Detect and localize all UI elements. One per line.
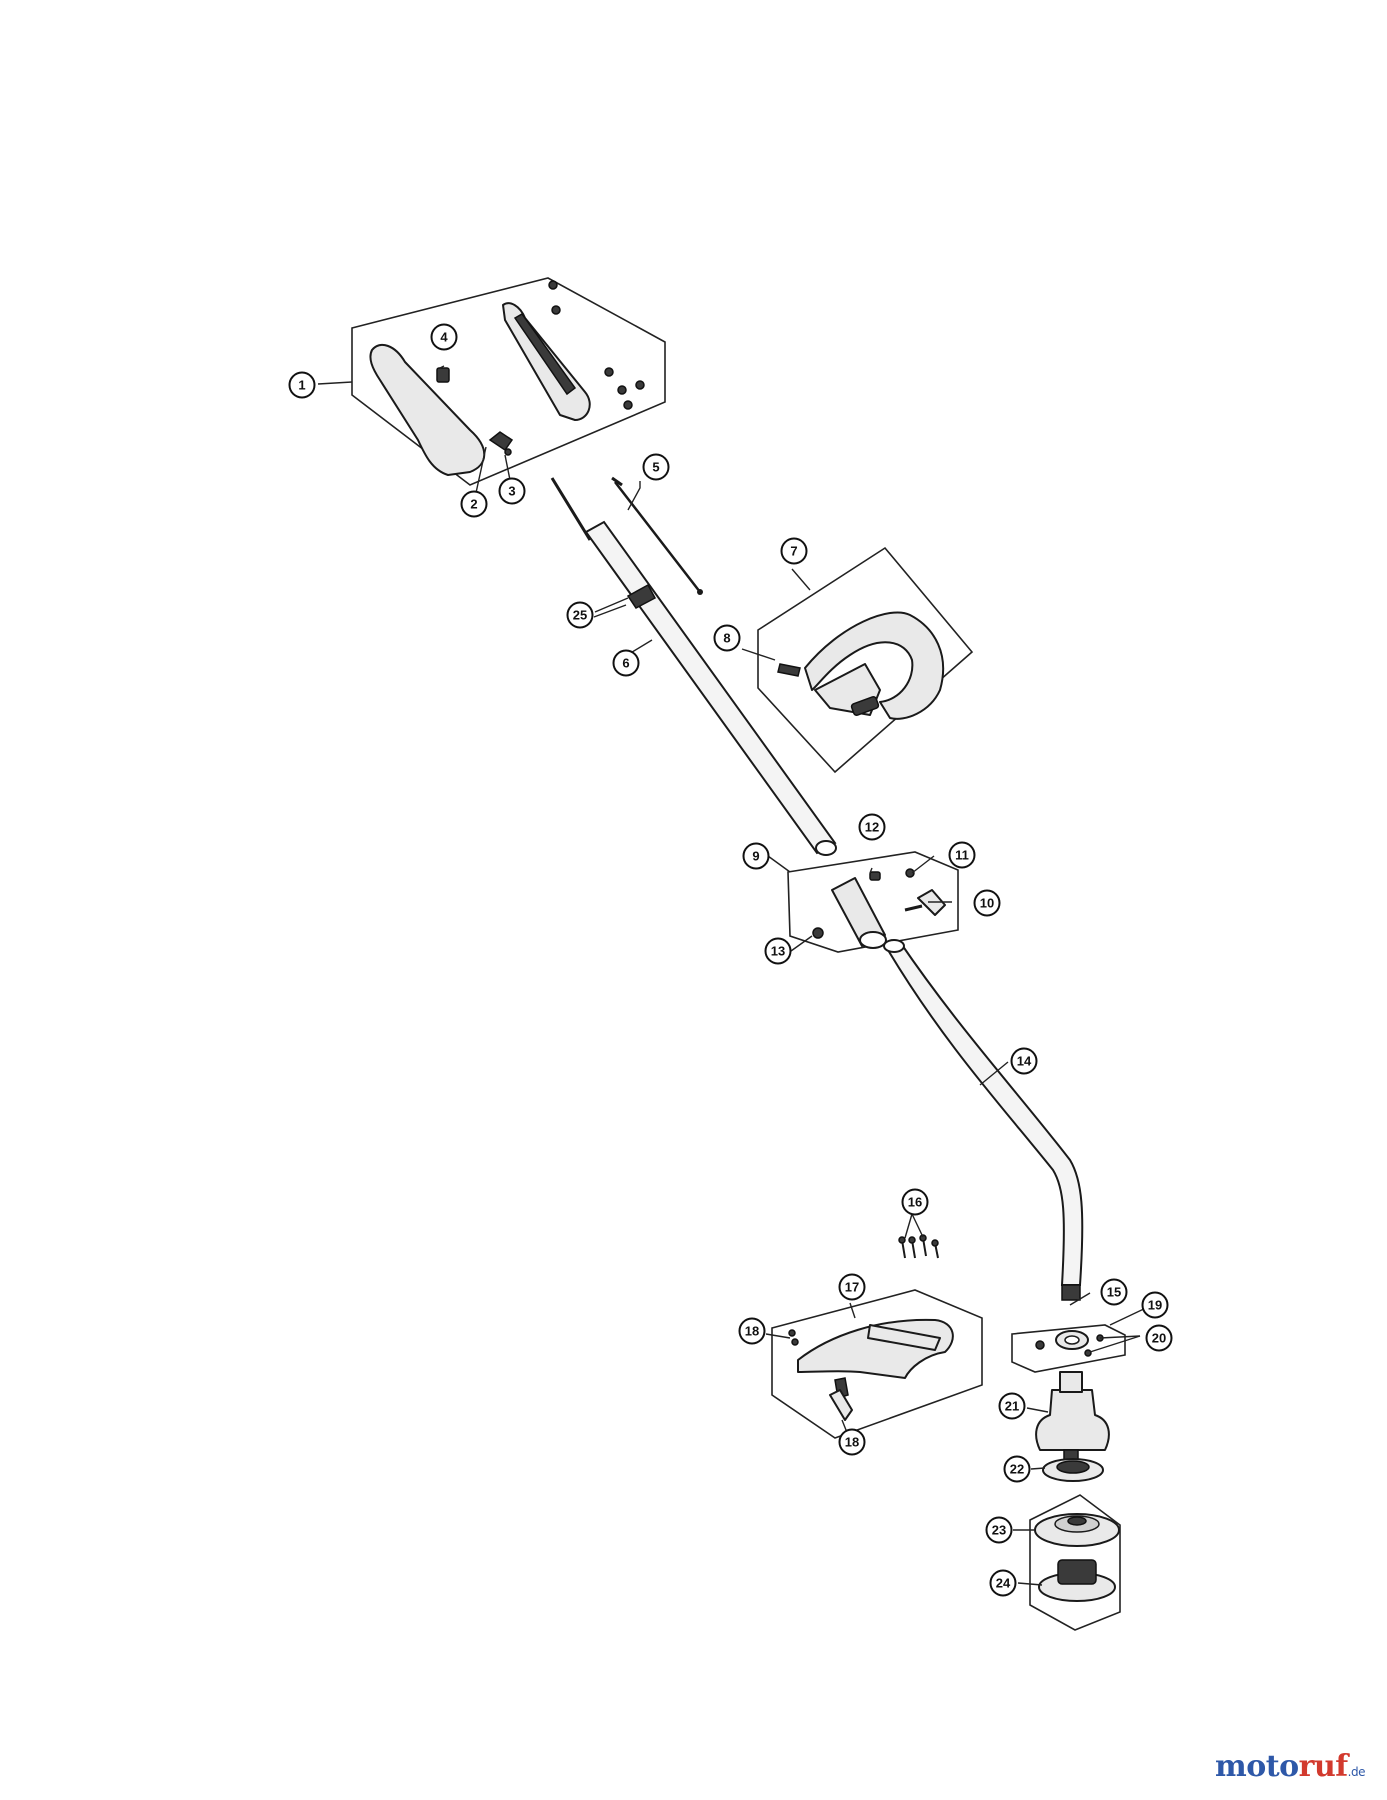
screws <box>898 1234 939 1259</box>
spool-assembly <box>1029 1494 1121 1631</box>
callout-7: 7 <box>780 537 808 565</box>
svg-text:20: 20 <box>1152 1331 1166 1346</box>
svg-text:25: 25 <box>573 608 587 623</box>
callout-25: 25 <box>566 601 594 629</box>
callout-18-upper: 18 <box>738 1317 766 1345</box>
svg-text:18: 18 <box>745 1324 759 1339</box>
svg-text:19: 19 <box>1148 1298 1162 1313</box>
callout-8: 8 <box>713 624 741 652</box>
callout-17: 17 <box>838 1273 866 1301</box>
svg-text:21: 21 <box>1005 1399 1019 1414</box>
lower-shaft <box>883 939 1084 1301</box>
callout-6: 6 <box>612 649 640 677</box>
svg-text:8: 8 <box>723 631 730 646</box>
svg-text:22: 22 <box>1010 1462 1024 1477</box>
callout-3: 3 <box>498 477 526 505</box>
svg-text:13: 13 <box>771 944 785 959</box>
watermark-logo: motoruf.de <box>1215 1749 1365 1784</box>
callout-1: 1 <box>288 371 316 399</box>
watermark-part-a: moto <box>1215 1749 1299 1784</box>
svg-text:3: 3 <box>508 484 515 499</box>
upper-shaft <box>550 477 837 856</box>
callout-24: 24 <box>989 1569 1017 1597</box>
svg-text:24: 24 <box>996 1576 1011 1591</box>
svg-text:1: 1 <box>298 378 305 393</box>
svg-text:14: 14 <box>1017 1054 1032 1069</box>
callout-14: 14 <box>1010 1047 1038 1075</box>
callout-11: 11 <box>948 841 976 869</box>
callout-13: 13 <box>764 937 792 965</box>
spool-retainer <box>1042 1458 1104 1482</box>
callout-10: 10 <box>973 889 1001 917</box>
svg-text:23: 23 <box>992 1523 1006 1538</box>
svg-text:9: 9 <box>752 849 759 864</box>
callout-18-lower: 18 <box>838 1428 866 1456</box>
svg-text:17: 17 <box>845 1280 859 1295</box>
throttle-cable <box>611 476 703 595</box>
callout-9: 9 <box>742 842 770 870</box>
watermark-tld: .de <box>1347 1765 1366 1779</box>
svg-text:12: 12 <box>865 820 879 835</box>
svg-text:6: 6 <box>622 656 629 671</box>
callout-4: 4 <box>430 323 458 351</box>
watermark-part-b: ruf <box>1298 1749 1349 1784</box>
callout-5: 5 <box>642 453 670 481</box>
svg-text:4: 4 <box>440 330 448 345</box>
rear-handle-assembly <box>351 277 666 486</box>
svg-text:18: 18 <box>845 1435 859 1450</box>
shaft-coupler-assembly <box>787 851 959 953</box>
svg-text:15: 15 <box>1107 1285 1121 1300</box>
svg-text:5: 5 <box>652 460 659 475</box>
callout-21: 21 <box>998 1392 1026 1420</box>
callout-15: 15 <box>1100 1278 1128 1306</box>
callout-22: 22 <box>1003 1455 1031 1483</box>
callout-19: 19 <box>1141 1291 1169 1319</box>
callout-23: 23 <box>985 1516 1013 1544</box>
callout-20: 20 <box>1145 1324 1173 1352</box>
svg-text:7: 7 <box>790 544 797 559</box>
svg-text:10: 10 <box>980 896 994 911</box>
callout-16: 16 <box>901 1188 929 1216</box>
svg-text:16: 16 <box>908 1195 922 1210</box>
front-handle-assembly <box>757 546 974 774</box>
clamp-assembly <box>1011 1324 1126 1373</box>
svg-text:2: 2 <box>470 497 477 512</box>
svg-text:11: 11 <box>955 848 969 863</box>
gear-head <box>1035 1371 1110 1465</box>
grass-guard-assembly <box>771 1289 983 1439</box>
callout-2: 2 <box>460 490 488 518</box>
callout-12: 12 <box>858 813 886 841</box>
